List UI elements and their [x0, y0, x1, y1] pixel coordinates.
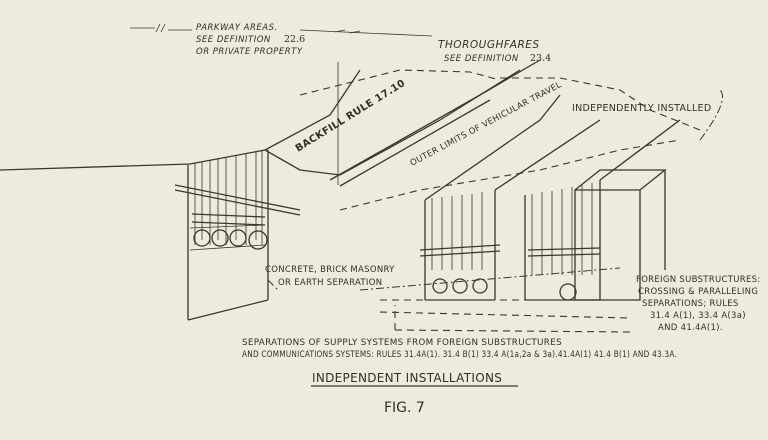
parkway-reference: 22.6: [284, 34, 305, 45]
thoroughfares-label: THOROUGHFARES: [438, 39, 540, 51]
thoroughfares-reference: 23.4: [530, 53, 551, 64]
svg-text:FOREIGN SUBSTRUCTURES:: FOREIGN SUBSTRUCTURES:: [636, 275, 761, 285]
backfill-strip: [299, 59, 701, 211]
right-box-substructure: [574, 169, 667, 301]
thoroughfares-see-definition: SEE DEFINITION: [444, 54, 519, 64]
concrete-label: CONCRETE, BRICK MASONRY: [265, 265, 395, 275]
figure-number: FIG. 7: [384, 400, 425, 416]
svg-text:SEPARATIONS; RULES: SEPARATIONS; RULES: [642, 299, 739, 309]
figure-title: INDEPENDENT INSTALLATIONS: [312, 371, 502, 385]
svg-text:AND 41.4A(1).: AND 41.4A(1).: [658, 323, 723, 333]
svg-text:31.4 A(1), 33.4 A(3a): 31.4 A(1), 33.4 A(3a): [650, 311, 746, 321]
road-surface-line: [0, 149, 266, 171]
middle-trench-2: [524, 119, 681, 301]
independently-installed-label: INDEPENDENTLY INSTALLED: [572, 103, 711, 114]
separation-outline: [379, 299, 631, 333]
foreign-substructures-label: FOREIGN SUBSTRUCTURES: CROSSING & PARALL…: [636, 275, 761, 333]
leader-lines: [267, 89, 723, 291]
caption-line-1: SEPARATIONS OF SUPPLY SYSTEMS FROM FOREI…: [242, 338, 562, 348]
parkway-see-definition: SEE DEFINITION: [196, 35, 271, 45]
dimension-lines: [130, 23, 433, 185]
caption-line-2: AND COMMUNICATIONS SYSTEMS: RULES 31.4A(…: [242, 350, 677, 360]
backfill-label: BACKFILL RULE 17.10: [294, 78, 408, 155]
earth-separation-label: OR EARTH SEPARATION: [278, 278, 382, 288]
middle-trench-1: [419, 94, 601, 301]
parkway-label: PARKWAY AREAS.: [196, 23, 278, 33]
svg-text:CROSSING & PARALLELING: CROSSING & PARALLELING: [638, 287, 758, 297]
private-property-label: OR PRIVATE PROPERTY: [196, 47, 303, 57]
